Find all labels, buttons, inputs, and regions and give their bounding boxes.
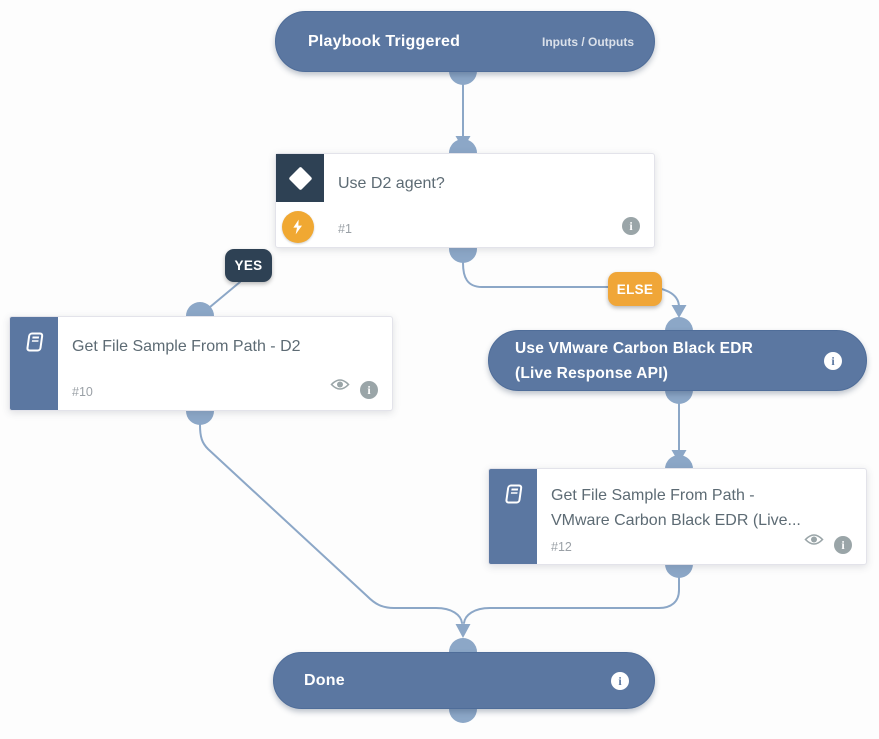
info-icon[interactable]: i [834,536,852,554]
info-icon[interactable]: i [360,381,378,399]
node-playbook-triggered[interactable]: Playbook Triggered Inputs / Outputs [275,11,655,72]
node-subplaybook-carbon-black[interactable]: Use VMware Carbon Black EDR (Live Respon… [488,330,867,391]
node-title-line1: Use VMware Carbon Black EDR [515,339,753,357]
node-title-line2: (Live Response API) [515,364,669,382]
arrowhead [671,305,687,318]
branch-label-yes: YES [225,249,272,282]
book-icon [505,484,523,504]
lightning-icon [293,219,302,235]
preview-eye-icon[interactable] [804,532,824,552]
edge-task12-to-done [463,577,680,624]
inputs-outputs-link[interactable]: Inputs / Outputs [542,34,634,49]
playbook-task-sidebar [489,469,537,564]
condition-diamond-icon [287,165,313,191]
node-task-get-file-sample-d2[interactable]: Get File Sample From Path - D2 #10 i [9,316,393,411]
info-icon[interactable]: i [622,217,640,235]
task-id: #12 [551,540,572,554]
node-title: Done [304,671,345,689]
playbook-task-sidebar [10,317,58,410]
node-title: Get File Sample From Path - D2 [72,338,301,355]
preview-eye-icon[interactable] [330,377,350,397]
arrowhead [455,624,471,638]
node-condition-use-d2-agent[interactable]: Use D2 agent? #1 i [275,153,655,248]
info-icon[interactable]: i [611,671,629,690]
automation-badge [282,211,314,243]
node-title: Playbook Triggered [308,32,461,50]
node-task-get-file-sample-carbon-black[interactable]: Get File Sample From Path - VMware Carbo… [488,468,867,565]
condition-type-badge [276,154,324,202]
branch-label-else: ELSE [608,272,662,306]
info-icon[interactable]: i [824,352,842,370]
node-title-line1: Get File Sample From Path - [551,487,755,504]
node-title: Use D2 agent? [338,175,445,192]
edge-condition-else [462,262,680,308]
book-icon [26,332,44,352]
edge-task10-to-done [199,424,463,624]
task-id: #1 [338,222,352,236]
node-done[interactable]: Done i [273,652,655,709]
task-id: #10 [72,385,93,399]
node-title-line2: VMware Carbon Black EDR (Live... [551,512,801,529]
